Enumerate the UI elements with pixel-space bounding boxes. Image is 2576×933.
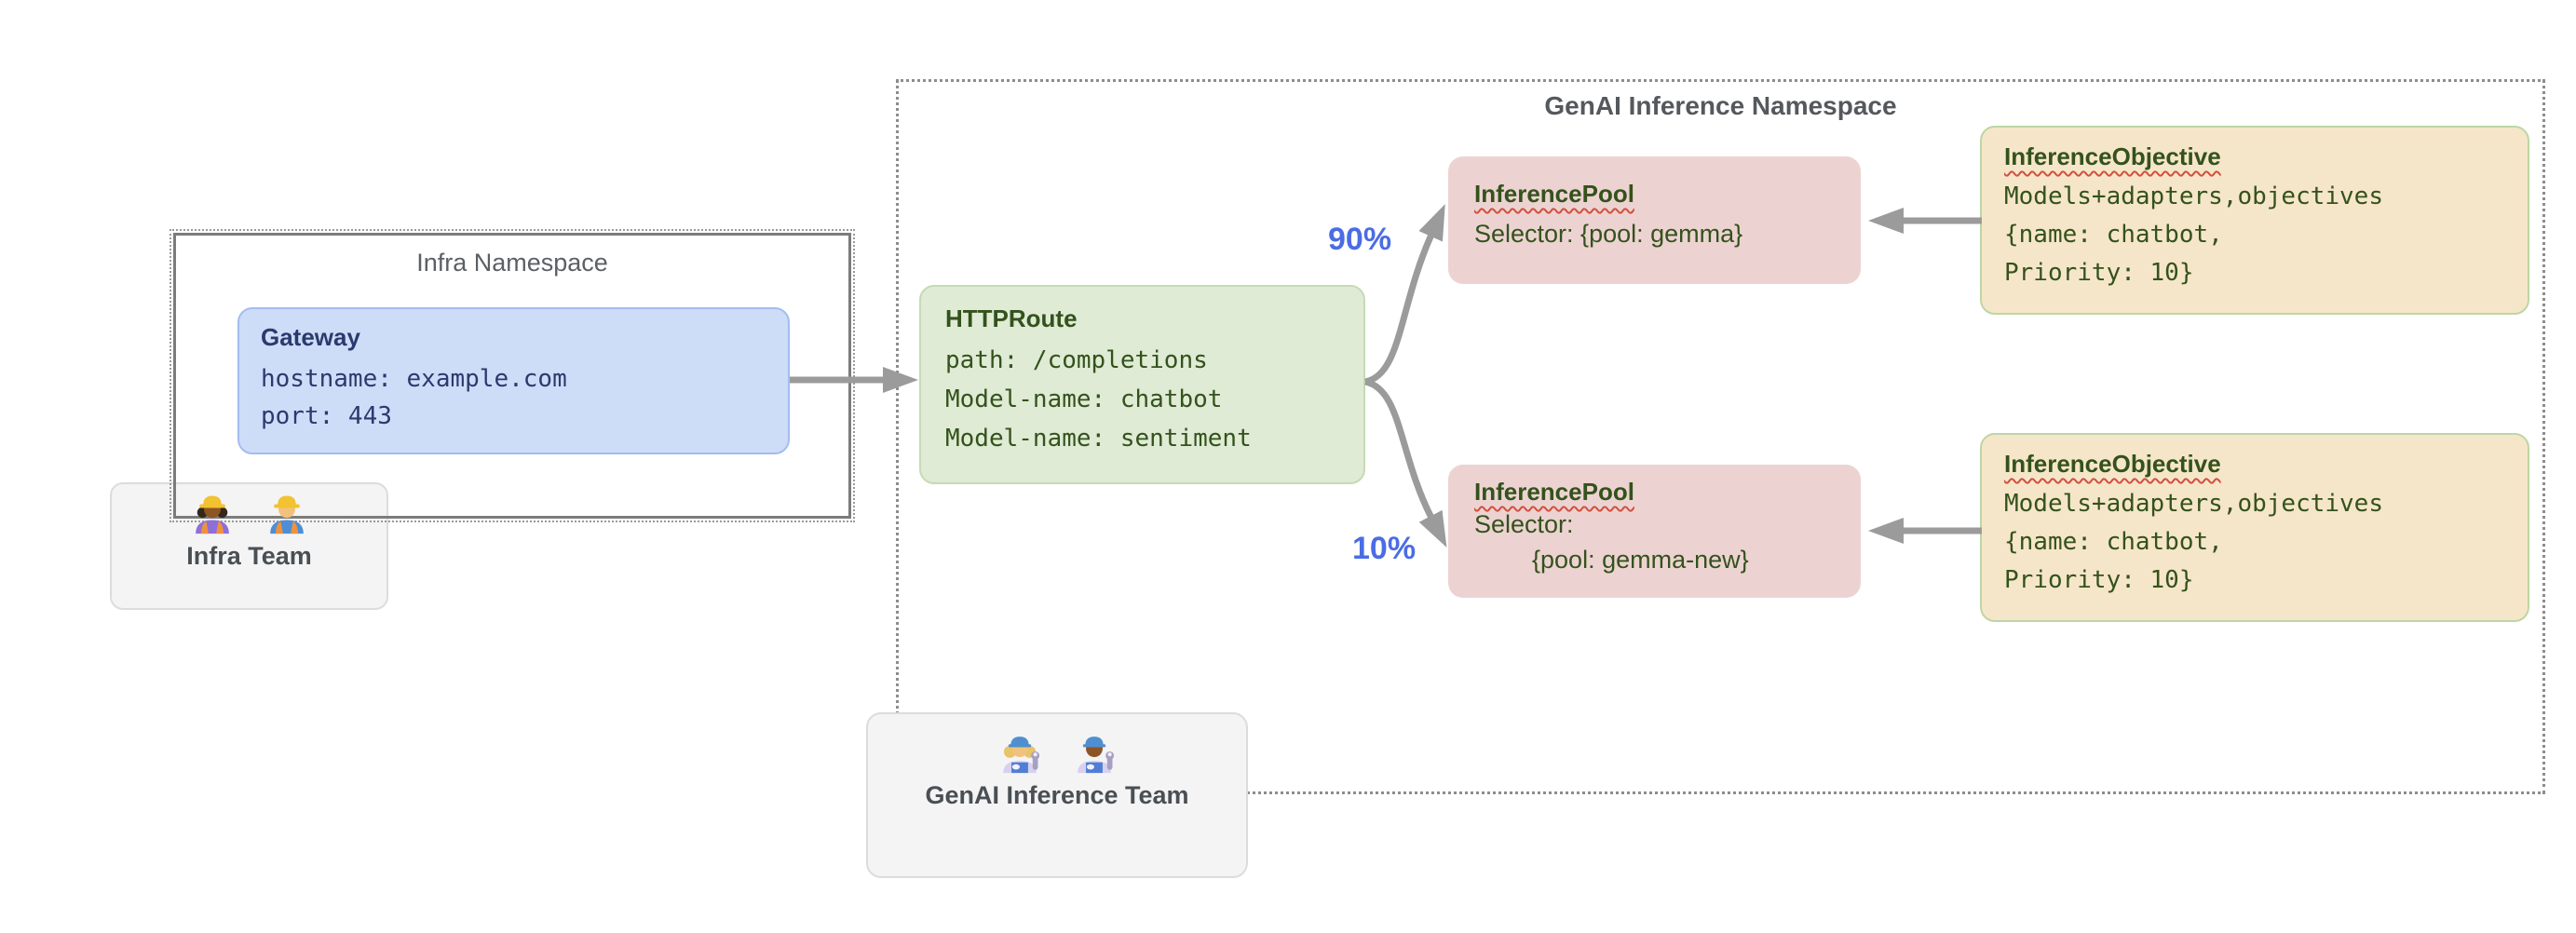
inference-objective-bottom-title: InferenceObjective <box>2004 450 2221 478</box>
inference-objective-bottom-line-1: Models+adapters,objectives <box>2004 490 2383 518</box>
httproute-model-1: Model-name: chatbot <box>945 385 1223 413</box>
inference-pool-top-title: InferencePool <box>1474 180 1634 208</box>
inference-objective-top-line-2: {name: chatbot, <box>2004 221 2223 249</box>
inference-pool-bottom-selector-value: {pool: gemma-new} <box>1532 546 1749 574</box>
genai-namespace-title: GenAI Inference Namespace <box>1544 91 1897 120</box>
genai-team-label: GenAI Inference Team <box>925 781 1189 809</box>
infra-team-box <box>110 482 388 610</box>
inference-pool-bottom-box: InferencePool Selector: {pool: gemma-new… <box>1448 465 1861 598</box>
woman-construction-worker-icon <box>195 495 229 534</box>
infra-team: Infra Team <box>110 482 388 610</box>
genai-team-icons <box>996 729 1119 778</box>
gateway-title: Gateway <box>261 323 360 351</box>
inference-objective-top-box: InferenceObjective Models+adapters,objec… <box>1980 126 2529 315</box>
inference-pool-bottom-selector: Selector: <box>1474 510 1574 538</box>
inference-objective-bottom-box: InferenceObjective Models+adapters,objec… <box>1980 433 2529 622</box>
gateway-box: Gateway hostname: example.com port: 443 <box>237 307 790 454</box>
httproute-model-2: Model-name: sentiment <box>945 425 1252 453</box>
traffic-split-90-label: 90% <box>1328 222 1392 257</box>
inference-pool-top-box: InferencePool Selector: {pool: gemma} <box>1448 156 1861 284</box>
infra-team-label: Infra Team <box>186 542 312 570</box>
woman-mechanic-icon <box>1003 737 1040 774</box>
inference-objective-top-title: InferenceObjective <box>2004 142 2221 170</box>
inference-objective-bottom-line-3: Priority: 10} <box>2004 566 2194 594</box>
traffic-split-10-label: 10% <box>1352 531 1417 566</box>
inference-objective-top-line-3: Priority: 10} <box>2004 259 2194 287</box>
man-mechanic-icon <box>1078 737 1115 774</box>
infra-team-icons <box>188 490 311 538</box>
inference-pool-bottom-title: InferencePool <box>1474 478 1634 506</box>
gateway-port: port: 443 <box>261 402 392 430</box>
man-construction-worker-icon <box>269 495 304 534</box>
httproute-title: HTTPRoute <box>945 304 1078 332</box>
httproute-path: path: /completions <box>945 346 1208 374</box>
httproute-box: HTTPRoute path: /completions Model-name:… <box>919 285 1365 484</box>
genai-namespace-box: GenAI Inference Namespace <box>896 79 2545 794</box>
inference-objective-bottom-line-2: {name: chatbot, <box>2004 528 2223 556</box>
gateway-hostname: hostname: example.com <box>261 365 567 393</box>
infra-namespace-title: Infra Namespace <box>416 249 608 277</box>
genai-inference-team: GenAI Inference Team <box>866 712 1248 878</box>
infra-namespace-box: Infra Namespace <box>169 229 855 522</box>
inference-objective-top-line-1: Models+adapters,objectives <box>2004 183 2383 210</box>
inference-pool-top-selector: Selector: {pool: gemma} <box>1474 220 1743 248</box>
